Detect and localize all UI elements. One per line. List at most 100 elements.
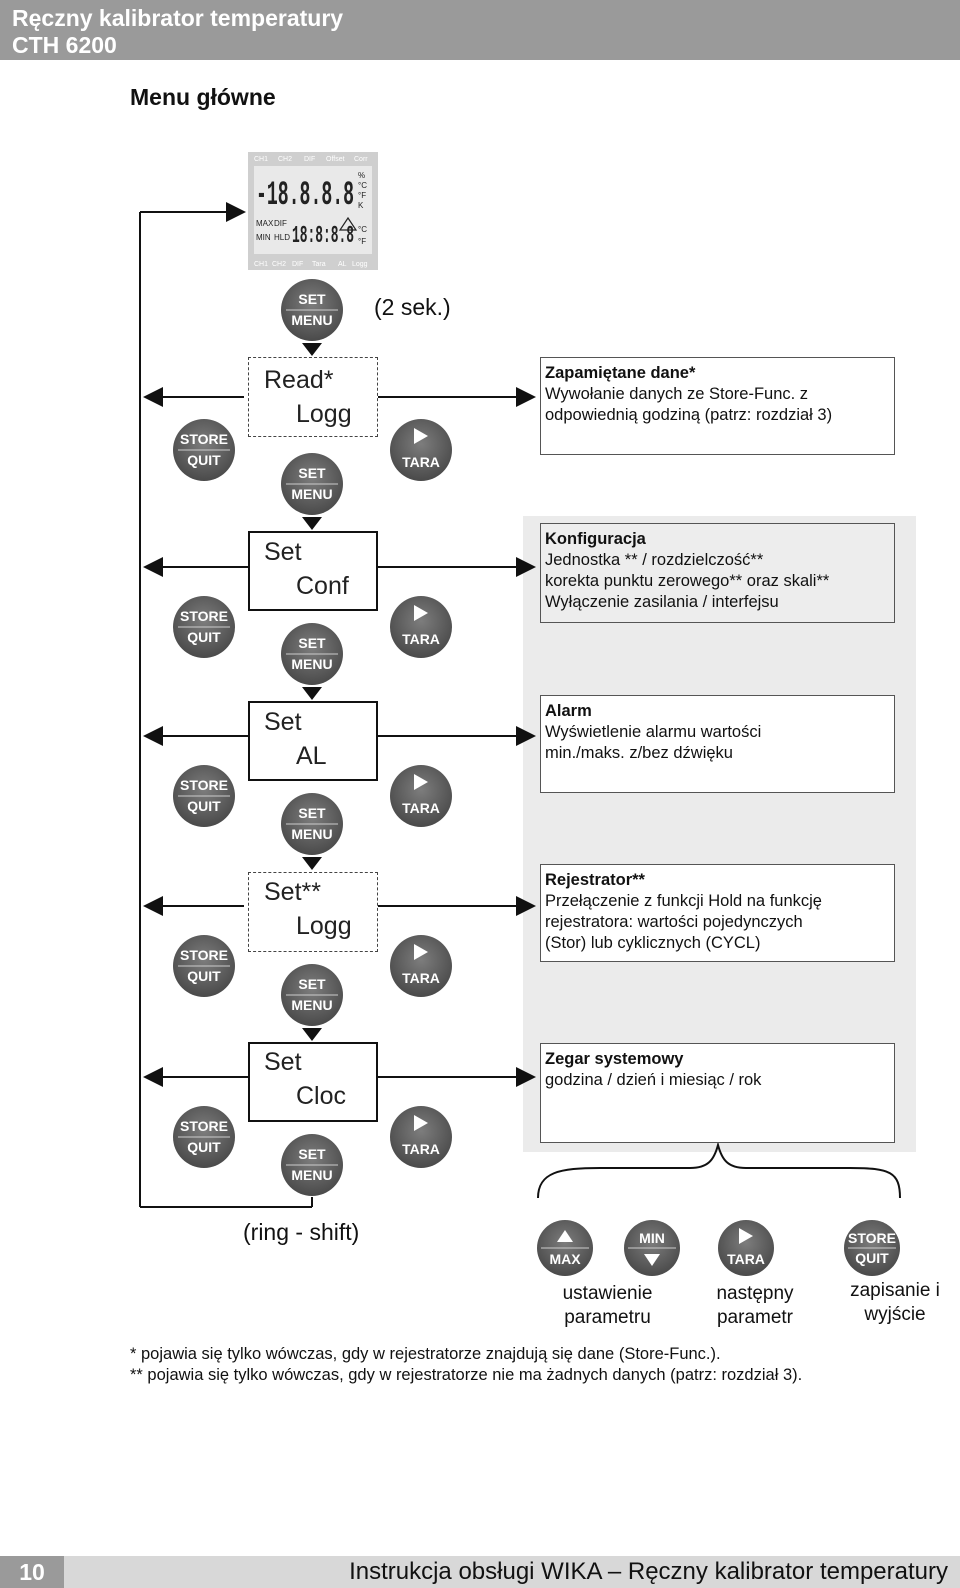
lcd-bottom-ch1: CH1 [254, 261, 268, 268]
description-line: rejestratora: wartości pojedynczych [545, 913, 803, 931]
page-header: Ręczny kalibrator temperatury CTH 6200 [0, 0, 960, 60]
svg-text:QUIT: QUIT [187, 629, 221, 645]
description-title: Zegar systemowy [545, 1050, 684, 1068]
set-menu-button[interactable]: SET MENU [281, 1134, 343, 1196]
set-menu-button[interactable]: SET MENU [281, 793, 343, 855]
svg-text:TARA: TARA [402, 970, 440, 986]
description-line: Przełączenie z funkcji Hold na funkcję [545, 892, 822, 910]
lcd-sub-max: MAX [256, 219, 274, 228]
description-logger: Rejestrator** Przełączenie z funkcji Hol… [540, 864, 895, 962]
set-menu-button[interactable]: SET MENU [281, 279, 343, 341]
description-stored-data: Zapamiętane dane* Wywołanie danych ze St… [540, 357, 895, 455]
description-alarm: Alarm Wyświetlenie alarmu wartości min./… [540, 695, 895, 793]
lcd-top-offset: Offset [326, 156, 345, 163]
store-quit-button[interactable]: STORE QUIT [173, 596, 235, 658]
svg-text:SET: SET [298, 635, 326, 651]
set-menu-button[interactable]: SET MENU [281, 453, 343, 515]
lcd-bottom-al: AL [338, 261, 347, 268]
play-icon [414, 944, 428, 960]
svg-text:MAX: MAX [549, 1251, 581, 1267]
description-configuration: Konfiguracja Jednostka ** / rozdzielczoś… [540, 523, 895, 623]
menu-item-line1: Set [264, 708, 302, 736]
svg-text:SET: SET [298, 805, 326, 821]
svg-text:MENU: MENU [291, 997, 332, 1013]
menu-item-line1: Set [264, 538, 302, 566]
store-quit-button[interactable]: STORE QUIT [173, 1106, 235, 1168]
svg-text:QUIT: QUIT [187, 798, 221, 814]
description-line: (Stor) lub cyklicznych (CYCL) [545, 934, 761, 952]
legend-line: ustawienie [562, 1283, 653, 1304]
lcd-unit-k: K [358, 201, 364, 210]
svg-text:STORE: STORE [848, 1230, 896, 1246]
hold-caption: (2 sek.) [374, 294, 451, 320]
menu-item-line1: Read* [264, 366, 334, 394]
lcd-top-ch1: CH1 [254, 156, 268, 163]
lcd-sub-unit-f: °F [358, 237, 366, 246]
description-title: Alarm [545, 702, 592, 720]
store-quit-button[interactable]: STORE QUIT [173, 935, 235, 997]
max-up-button[interactable]: MAX [537, 1220, 593, 1276]
store-quit-button[interactable]: STORE QUIT [173, 419, 235, 481]
play-icon [414, 428, 428, 444]
tara-button[interactable]: TARA [390, 596, 452, 658]
lcd-bottom-tara: Tara [312, 261, 326, 268]
tara-button[interactable]: TARA [390, 935, 452, 997]
lcd-unit-f: °F [358, 191, 366, 200]
footnote-1: * pojawia się tylko wówczas, gdy w rejes… [130, 1345, 721, 1363]
description-line: Wywołanie danych ze Store-Func. z [545, 385, 809, 403]
lcd-unit-c: °C [358, 181, 367, 190]
svg-text:MENU: MENU [291, 826, 332, 842]
play-icon [414, 1115, 428, 1131]
svg-text:MENU: MENU [291, 312, 332, 328]
legend-next-parameter: następny parametr [695, 1282, 815, 1330]
svg-text:QUIT: QUIT [187, 452, 221, 468]
set-menu-button[interactable]: SET MENU [281, 964, 343, 1026]
menu-item-set-al[interactable] [248, 701, 378, 781]
legend-set-parameter: ustawienie parametru [545, 1282, 670, 1330]
store-quit-button[interactable]: STORE QUIT [173, 765, 235, 827]
lcd-bottom-logg: Logg [352, 261, 368, 268]
legend-line: następny [716, 1283, 794, 1304]
svg-text:MIN: MIN [639, 1230, 665, 1246]
set-menu-button[interactable]: SET MENU [281, 623, 343, 685]
svg-text:STORE: STORE [180, 608, 228, 624]
play-icon [739, 1228, 753, 1244]
menu-item-set-cloc[interactable] [248, 1042, 378, 1122]
description-line: min./maks. z/bez dźwięku [545, 744, 733, 762]
header-model: CTH 6200 [12, 32, 117, 58]
tara-button[interactable]: TARA [390, 419, 452, 481]
description-title: Konfiguracja [545, 530, 646, 548]
svg-text:TARA: TARA [402, 1141, 440, 1157]
tara-button[interactable]: TARA [390, 1106, 452, 1168]
svg-text:TARA: TARA [402, 631, 440, 647]
svg-text:MENU: MENU [291, 1167, 332, 1183]
svg-text:SET: SET [298, 976, 326, 992]
menu-item-set-logg[interactable] [248, 872, 378, 952]
lcd-top-ch2: CH2 [278, 156, 292, 163]
description-line: godzina / dzień i miesiąc / rok [545, 1071, 762, 1089]
lcd-sub-hld: HLD [274, 233, 290, 242]
description-title: Zapamiętane dane* [545, 364, 696, 382]
store-quit-legend-button[interactable]: STORE QUIT [844, 1220, 900, 1276]
lcd-sub-unit-c: °C [358, 225, 367, 234]
description-line: Wyłączenie zasilania / interfejsu [545, 593, 779, 611]
svg-text:MENU: MENU [291, 486, 332, 502]
svg-text:QUIT: QUIT [187, 968, 221, 984]
play-icon [414, 774, 428, 790]
menu-item-read-logg[interactable] [248, 357, 378, 437]
legend-line: zapisanie i [850, 1280, 940, 1301]
svg-text:SET: SET [298, 465, 326, 481]
lcd-display: CH1 CH2 DIF Offset Corr CH1 CH2 DIF Tara… [248, 152, 378, 270]
lcd-sub-dif: DIF [274, 219, 287, 228]
legend-save-exit: zapisanie i wyjście [835, 1279, 955, 1327]
tara-next-button[interactable]: TARA [718, 1220, 774, 1276]
min-down-button[interactable]: MIN [624, 1220, 680, 1276]
svg-text:QUIT: QUIT [855, 1250, 889, 1266]
legend-line: parametr [716, 1307, 794, 1328]
description-line: Wyświetlenie alarmu wartości [545, 723, 762, 741]
menu-item-set-conf[interactable] [248, 531, 378, 611]
lcd-top-dif: DIF [304, 156, 315, 163]
svg-text:SET: SET [298, 1146, 326, 1162]
legend-line: parametru [564, 1307, 651, 1328]
tara-button[interactable]: TARA [390, 765, 452, 827]
